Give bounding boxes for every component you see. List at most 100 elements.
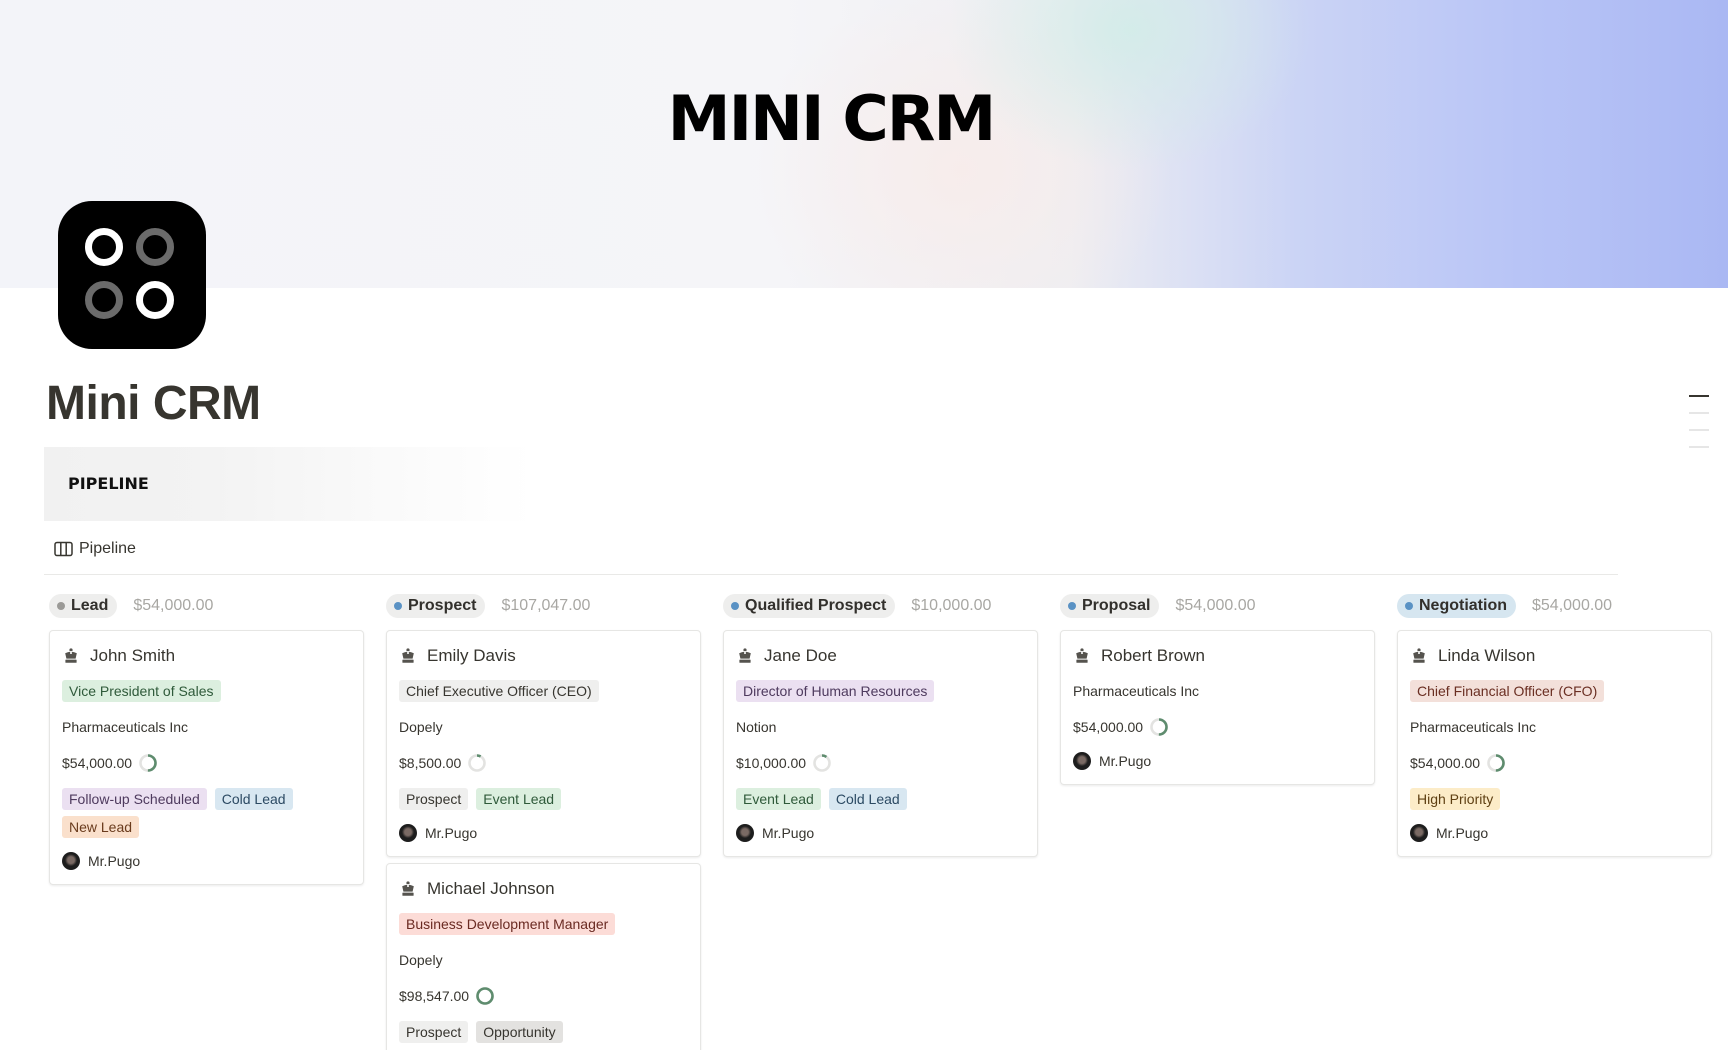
tags-row: Prospect Opportunity <box>399 1021 688 1043</box>
table-of-contents[interactable] <box>1689 395 1709 463</box>
cover-title: MINI CRM <box>667 82 997 155</box>
section-heading: PIPELINE <box>68 474 149 493</box>
column-header: Negotiation $54,000.00 <box>1397 592 1712 620</box>
avatar <box>736 824 754 842</box>
card-title: Linda Wilson <box>1410 644 1699 668</box>
column-total: $54,000.00 <box>1532 597 1613 614</box>
card-title: Robert Brown <box>1073 644 1362 668</box>
page-title: Mini CRM <box>46 377 261 430</box>
crown-icon <box>65 648 77 663</box>
progress-ring-icon <box>1487 754 1505 772</box>
owner-name: Mr.Pugo <box>425 825 478 841</box>
contact-name: Emily Davis <box>427 646 516 665</box>
column-header: Qualified Prospect$10,000.00 <box>723 592 1038 620</box>
status-pill[interactable]: Prospect <box>386 594 486 618</box>
deal-amount: $54,000.00 <box>1073 719 1144 735</box>
role-row: Business Development Manager <box>399 913 688 935</box>
tab-pipeline-view[interactable]: Pipeline <box>54 540 136 558</box>
toc-item[interactable] <box>1689 395 1709 397</box>
progress-ring-icon <box>139 754 157 772</box>
toc-item[interactable] <box>1689 446 1709 448</box>
toc-item[interactable] <box>1689 412 1709 414</box>
status-label: Negotiation <box>1419 597 1507 614</box>
owner: Mr.Pugo <box>1410 824 1699 842</box>
owner-name: Mr.Pugo <box>88 853 141 869</box>
owner-name: Mr.Pugo <box>1099 753 1152 769</box>
crown-icon <box>402 648 414 663</box>
company: Dopely <box>399 952 443 968</box>
crown-icon <box>1413 648 1425 663</box>
toc-item[interactable] <box>1689 429 1709 431</box>
lead-tag: High Priority <box>1410 788 1501 810</box>
deal-amount: $8,500.00 <box>399 755 462 771</box>
four-rings-icon[interactable] <box>58 201 206 349</box>
column-total: $54,000.00 <box>133 597 214 614</box>
tags-row: High Priority <box>1410 788 1699 810</box>
column-header: Prospect$107,047.00 <box>386 592 701 620</box>
status-dot-icon <box>1405 602 1413 610</box>
amount-row: $54,000.00 <box>1410 752 1699 774</box>
contact-name: Robert Brown <box>1101 646 1205 665</box>
status-label: Proposal <box>1082 597 1151 614</box>
avatar <box>1073 752 1091 770</box>
status-label: Lead <box>71 597 109 614</box>
status-pill[interactable]: Negotiation <box>1397 594 1516 618</box>
status-pill[interactable]: Proposal <box>1060 594 1160 618</box>
owner: Mr.Pugo <box>399 824 688 842</box>
lead-tag: Cold Lead <box>214 788 293 810</box>
owner: Mr.Pugo <box>736 824 1025 842</box>
tab-label: Pipeline <box>79 540 136 557</box>
avatar <box>399 824 417 842</box>
status-pill[interactable]: Lead <box>49 594 118 618</box>
owner: Mr.Pugo <box>62 852 351 870</box>
avatar <box>1410 824 1428 842</box>
cover-banner: MINI CRM <box>0 0 1728 288</box>
company: Dopely <box>399 719 443 735</box>
contact-name: John Smith <box>90 646 176 665</box>
company: Pharmaceuticals Inc <box>1073 683 1200 699</box>
role-row: Chief Executive Officer (CEO) <box>399 680 688 702</box>
progress-ring-icon <box>1150 718 1168 736</box>
owner-name: Mr.Pugo <box>1436 825 1489 841</box>
role-row: Director of Human Resources <box>736 680 1025 702</box>
amount-row: $54,000.00 <box>1073 716 1362 738</box>
lead-tag: Opportunity <box>476 1021 563 1043</box>
role-tag: Chief Executive Officer (CEO) <box>399 680 599 702</box>
contact-name: Linda Wilson <box>1438 646 1536 665</box>
crown-icon <box>402 881 414 896</box>
deal-amount: $54,000.00 <box>62 755 133 771</box>
lead-tag: Prospect <box>399 1021 469 1043</box>
status-dot-icon <box>1068 602 1076 610</box>
status-dot-icon <box>394 602 402 610</box>
role-row: Vice President of Sales <box>62 680 351 702</box>
company: Notion <box>736 719 777 735</box>
progress-ring-icon <box>813 754 831 772</box>
amount-row: $54,000.00 <box>62 752 351 774</box>
lead-tag: Event Lead <box>476 788 562 810</box>
card-title: Jane Doe <box>736 644 1025 668</box>
role-tag: Business Development Manager <box>399 913 616 935</box>
status-pill[interactable]: Qualified Prospect <box>723 594 896 618</box>
crown-icon <box>1076 648 1088 663</box>
card-title: Emily Davis <box>399 644 688 668</box>
role-tag: Director of Human Resources <box>736 680 935 702</box>
role-row: Chief Financial Officer (CFO) <box>1410 680 1699 702</box>
divider <box>44 574 1618 575</box>
status-label: Qualified Prospect <box>745 597 887 614</box>
status-label: Prospect <box>408 597 477 614</box>
card-title: John Smith <box>62 644 351 668</box>
deal-amount: $54,000.00 <box>1410 755 1481 771</box>
